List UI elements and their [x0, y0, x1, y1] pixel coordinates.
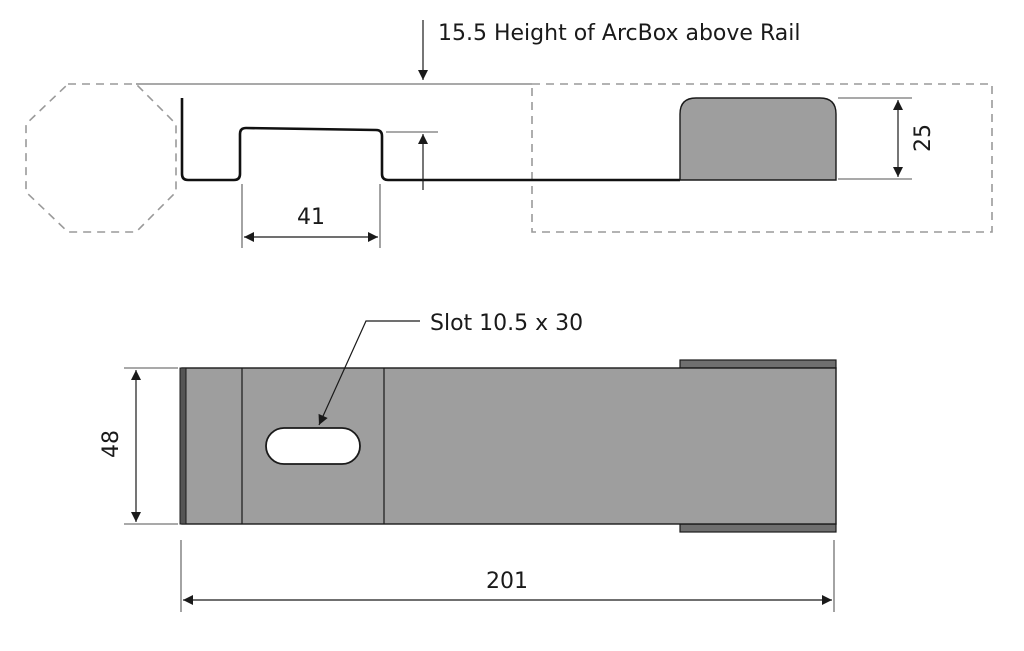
mounting-slot	[265, 427, 361, 465]
rail-octagon-outline	[25, 83, 177, 233]
plate-left-edge	[179, 367, 187, 525]
dim-48-label: 48	[99, 430, 124, 458]
bracket-profile	[180, 98, 680, 182]
arcbox-outline	[531, 83, 993, 233]
flange-top	[679, 359, 837, 369]
flange-bottom	[679, 523, 837, 533]
dim-41-label: 41	[297, 205, 325, 230]
dim-201-label: 201	[486, 569, 528, 594]
slot-label: Slot 10.5 x 30	[430, 311, 583, 336]
top-view: Slot 10.5 x 30 48 201	[99, 311, 837, 612]
arcbox-block	[679, 97, 837, 181]
dim-25-label: 25	[911, 124, 936, 152]
slot-leader-line	[318, 320, 420, 426]
side-view: 15.5 Height of ArcBox above Rail 41 25	[25, 20, 993, 248]
height-note-label: 15.5 Height of ArcBox above Rail	[438, 21, 800, 46]
